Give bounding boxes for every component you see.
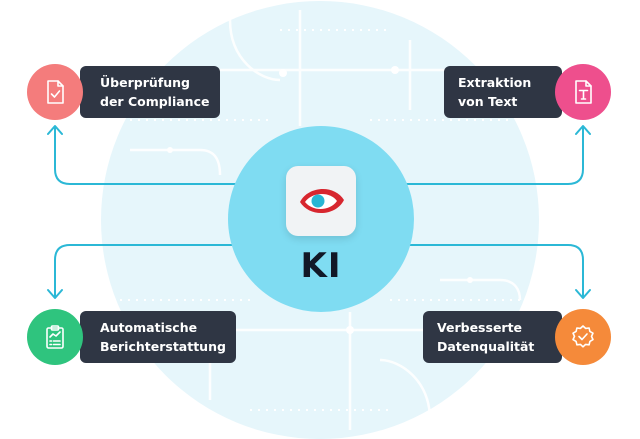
label-quality-line2: Datenqualität <box>437 339 535 354</box>
connector-bottom-left <box>54 244 286 298</box>
label-reporting-line2: Berichterstattung <box>100 339 226 354</box>
label-extraction-line2: von Text <box>458 94 518 109</box>
label-extraction: Extraktion von Text <box>444 66 562 118</box>
label-compliance-line2: der Compliance <box>100 94 210 109</box>
badge-compliance <box>27 64 83 120</box>
connector-bottom-right <box>356 244 584 298</box>
document-check-icon <box>47 80 64 104</box>
badge-reporting <box>27 309 83 365</box>
label-reporting: Automatische Berichterstattung <box>80 311 236 363</box>
arrowhead-top-left <box>47 125 63 135</box>
arrowhead-bottom-right <box>575 289 591 299</box>
decorative-dotted-lines <box>120 29 520 411</box>
label-compliance-line1: Überprüfung <box>100 75 190 90</box>
arrowhead-bottom-left <box>47 289 63 299</box>
badge-extraction <box>555 64 611 120</box>
ki-logo-tile <box>286 166 356 236</box>
connector-top-left <box>54 126 286 185</box>
text-document-icon <box>575 80 592 104</box>
label-reporting-line1: Automatische <box>100 320 198 335</box>
label-extraction-line1: Extraktion <box>458 75 532 90</box>
label-compliance: Überprüfung der Compliance <box>80 66 220 118</box>
hub-title: KI <box>300 246 342 286</box>
label-quality: Verbesserte Datenqualität <box>423 311 562 363</box>
badge-quality <box>555 309 611 365</box>
eye-logo-icon <box>300 188 344 214</box>
verified-badge-icon <box>572 325 594 348</box>
clipboard-chart-icon <box>46 325 64 349</box>
label-quality-line1: Verbesserte <box>437 320 523 335</box>
connector-top-right <box>356 126 584 185</box>
arrowhead-top-right <box>575 125 591 135</box>
